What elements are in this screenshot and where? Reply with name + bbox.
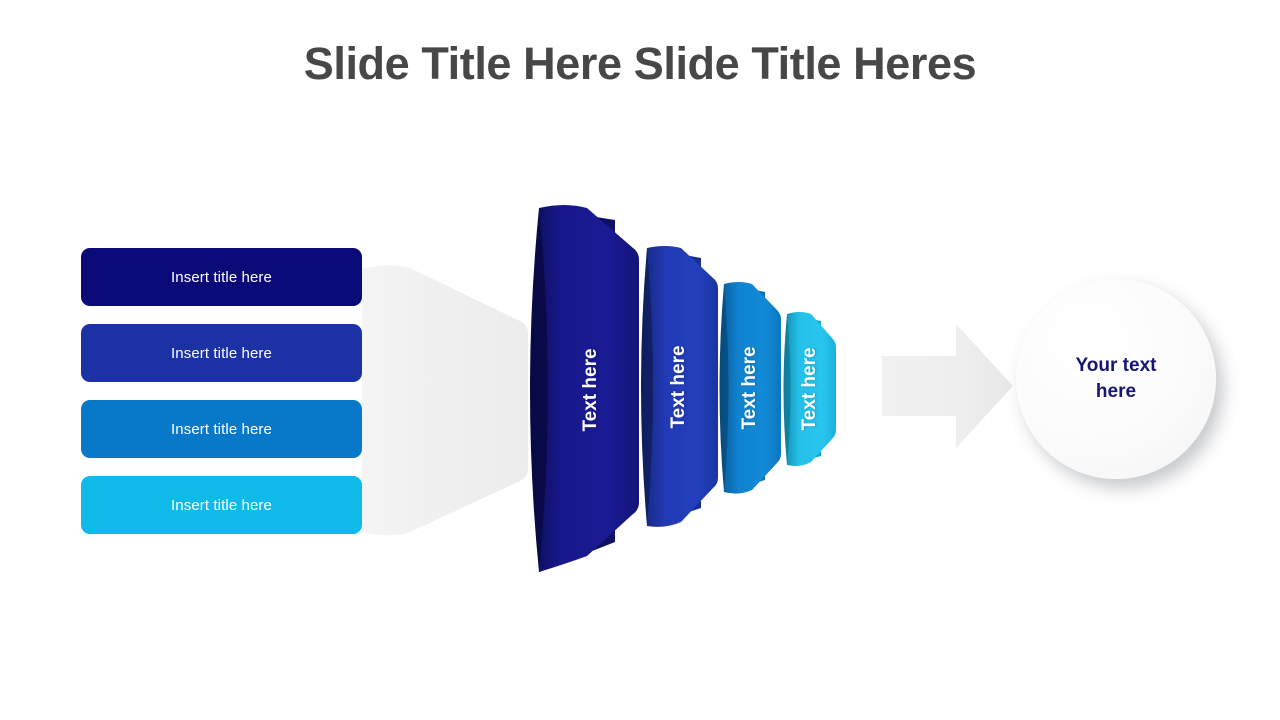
insert-title-button-1-label: Insert title here [171, 268, 272, 286]
funnel-segment-4-face [787, 312, 836, 466]
funnel-segment-4[interactable] [783, 312, 837, 466]
insert-title-button-2-label: Insert title here [171, 344, 272, 362]
funnel-svg [530, 205, 837, 572]
insert-title-button-4[interactable]: Insert title here [81, 476, 362, 534]
insert-title-button-4-label: Insert title here [171, 496, 272, 514]
insert-title-button-3-label: Insert title here [171, 420, 272, 438]
page-title: Slide Title Here Slide Title Heres [303, 38, 977, 89]
insert-title-button-3[interactable]: Insert title here [81, 400, 362, 458]
funnel-mouth-shape [362, 265, 528, 536]
result-circle-label: Your text here [1075, 354, 1157, 402]
funnel-segment-1[interactable] [530, 205, 639, 572]
funnel-mouth-path [362, 265, 528, 536]
right-arrow-path [882, 324, 1013, 448]
funnel-segment-2-face [647, 246, 718, 527]
funnel-segment-3-face [724, 282, 781, 494]
funnel-segment-1-face [539, 205, 639, 572]
right-arrow-icon [882, 324, 1013, 448]
result-circle[interactable]: Your text here [1016, 279, 1216, 479]
funnel-segment-2[interactable] [641, 246, 718, 527]
funnel-diagram: Text here Text here Text here Text here [525, 190, 895, 590]
insert-title-button-2[interactable]: Insert title here [81, 324, 362, 382]
funnel-segment-3[interactable] [719, 282, 782, 494]
insert-title-button-list: Insert title here Insert title here Inse… [81, 248, 362, 552]
insert-title-button-1[interactable]: Insert title here [81, 248, 362, 306]
